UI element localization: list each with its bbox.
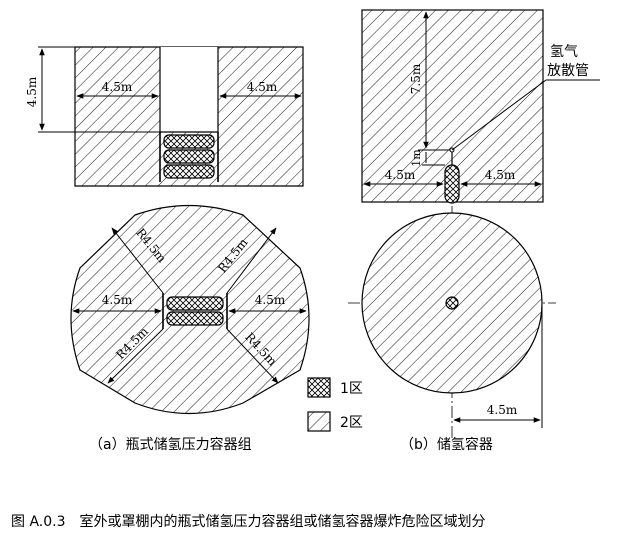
caption-a: （a）瓶式储氢压力容器组 — [89, 436, 252, 453]
view-b-elevation: 氢气 放散管 7.5m 1m 4.5m 4.5m — [361, 9, 600, 204]
cylinder-group-elevation — [159, 132, 219, 182]
legend: 1区 2区 — [307, 377, 363, 432]
hydrogen-label-line1: 氢气 — [550, 44, 578, 60]
dim-left-height: 4.5m — [25, 76, 39, 107]
legend-label-zone1: 1区 — [340, 381, 363, 397]
dim-plan-right: 4.5m — [255, 293, 286, 307]
view-b-plan: 4.5m — [361, 212, 543, 428]
hydrogen-vessel-elevation — [444, 164, 460, 204]
dim-height-75: 7.5m — [409, 63, 423, 94]
hydrogen-label-line2: 放散管 — [547, 63, 589, 79]
dim-b-left: 4.5m — [385, 168, 416, 182]
legend-swatch-zone1 — [307, 377, 331, 398]
hydrogen-vessel-plan — [445, 296, 459, 310]
cylinder-group-plan — [162, 293, 228, 329]
view-a-elevation: 4.5m 4.5m 4.5m — [25, 46, 304, 187]
legend-swatch-zone2 — [307, 411, 331, 432]
view-a-plan: 4.5m 4.5m R4.5m R4.5m R4.5m R4.5m — [70, 204, 310, 415]
dim-b-plan-radius: 4.5m — [487, 403, 518, 417]
caption-b: （b）储氢容器 — [400, 436, 493, 453]
dim-b-right: 4.5m — [485, 168, 516, 182]
figure-caption: 图 A.0.3 室外或罩棚内的瓶式储氢压力容器组或储氢容器爆炸危险区域划分 — [11, 513, 486, 530]
dim-height-1: 1m — [410, 149, 423, 167]
dim-plan-left: 4.5m — [102, 293, 133, 307]
legend-label-zone2: 2区 — [340, 415, 363, 431]
dim-right-width: 4.5m — [247, 80, 278, 94]
dim-left-width: 4.5m — [102, 80, 133, 94]
